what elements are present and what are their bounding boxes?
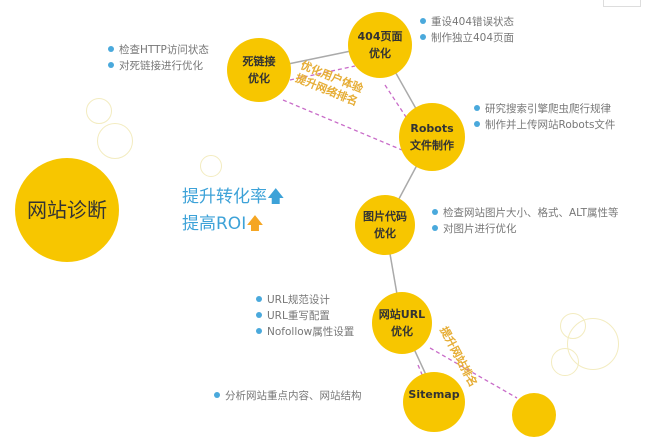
list-image: 检查网站图片大小、格式、ALT属性等对图片进行优化 — [432, 205, 619, 237]
decor-circle — [97, 123, 133, 159]
node-404: 404页面 优化 — [348, 12, 412, 78]
list-item: 检查HTTP访问状态 — [108, 42, 209, 58]
list-item: URL规范设计 — [256, 292, 354, 308]
corner-box — [603, 0, 641, 7]
list-item: 检查网站图片大小、格式、ALT属性等 — [432, 205, 619, 221]
dashed-connector — [282, 99, 403, 151]
arrow-up-icon: 🡅 — [246, 214, 264, 234]
slogan-text: 提高ROI — [182, 214, 247, 234]
list-item: 重设404错误状态 — [420, 14, 514, 30]
node-sitemap: Sitemap — [403, 372, 465, 432]
list-item: Nofollow属性设置 — [256, 324, 354, 340]
list-robots: 研究搜索引擎爬虫爬行规律制作并上传网站Robots文件 — [474, 101, 615, 133]
list-item: 研究搜索引擎爬虫爬行规律 — [474, 101, 615, 117]
list-item: 制作并上传网站Robots文件 — [474, 117, 615, 133]
list-item: 制作独立404页面 — [420, 30, 514, 46]
node-dead-link: 死链接 优化 — [227, 38, 291, 102]
decor-circle — [567, 318, 619, 370]
list-404: 重设404错误状态制作独立404页面 — [420, 14, 514, 46]
dashed-connector — [429, 347, 518, 399]
list-item: 对死链接进行优化 — [108, 58, 209, 74]
dashed-connector — [384, 84, 407, 118]
node-image: 图片代码 优化 — [355, 195, 415, 255]
node-diagnosis: 网站诊断 — [15, 158, 119, 262]
decor-circle — [551, 348, 579, 376]
list-dead-link: 检查HTTP访问状态对死链接进行优化 — [108, 42, 209, 74]
slogan-roi: 提高ROI🡅 — [182, 211, 264, 238]
arrow-up-icon: 🡅 — [267, 187, 285, 207]
slogan-conversion: 提升转化率🡅 — [182, 184, 284, 211]
list-item: 分析网站重点内容、网站结构 — [214, 388, 362, 404]
node-url: 网站URL 优化 — [372, 292, 432, 354]
slogan-text: 提升转化率 — [182, 187, 267, 207]
list-sitemap: 分析网站重点内容、网站结构 — [214, 388, 362, 404]
list-item: URL重写配置 — [256, 308, 354, 324]
node-sitemap-label: Sitemap — [408, 388, 460, 401]
node-robots: Robots 文件制作 — [399, 103, 465, 171]
decor-circle — [200, 155, 222, 177]
list-item: 对图片进行优化 — [432, 221, 619, 237]
decor-circle — [86, 98, 112, 124]
